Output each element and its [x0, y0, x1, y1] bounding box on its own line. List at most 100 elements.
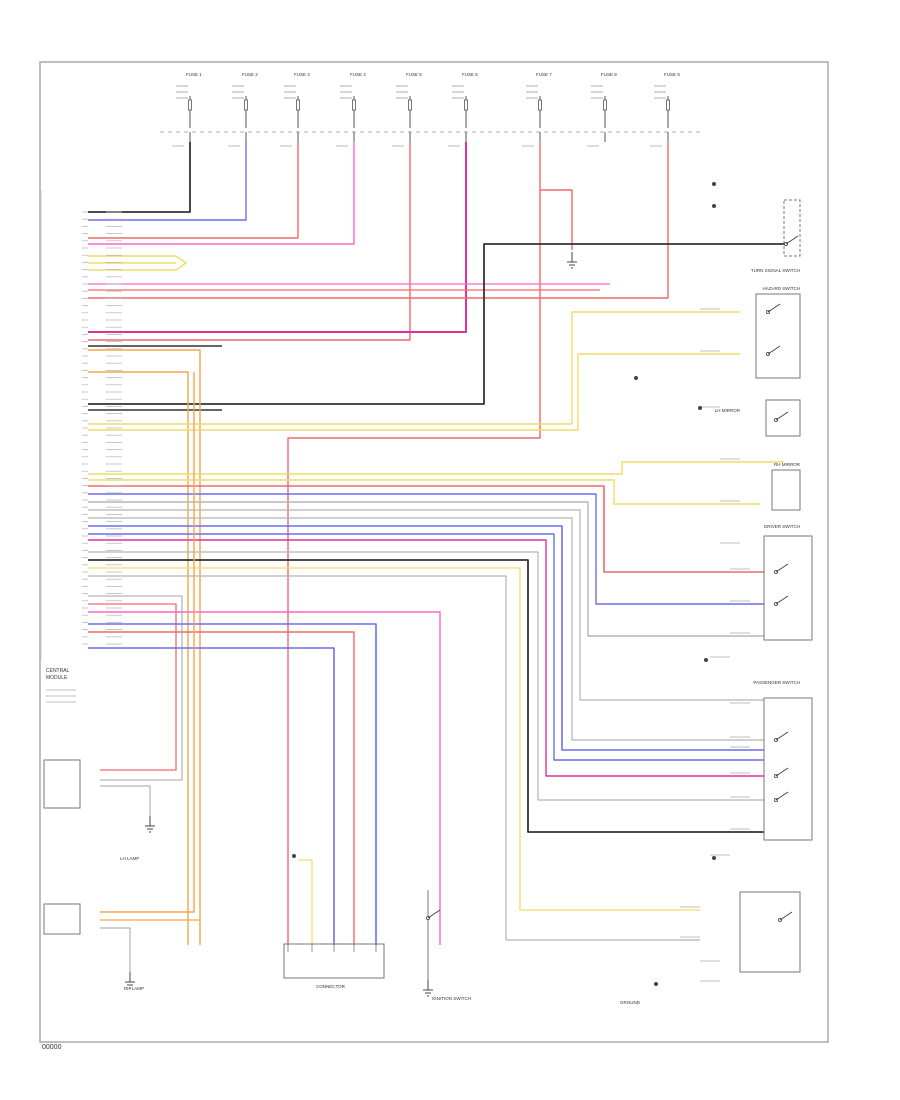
component-box	[43, 759, 81, 809]
wire-red-driver	[88, 485, 764, 573]
wire-fuse7-red	[287, 142, 541, 945]
fuse-label: FUSE 1	[186, 72, 202, 77]
label-rh-lamp: RH LAMP	[124, 986, 144, 991]
wire-blue-driver	[88, 493, 764, 605]
wire-fuse6-magenta	[88, 142, 467, 333]
label-hazard: HAZARD SWITCH	[763, 286, 801, 291]
fuse-label: FUSE 8	[601, 72, 617, 77]
wire-yellow-mirror2	[88, 479, 760, 505]
module-label: MODULE	[46, 675, 68, 681]
label-lh-mirror: LH MIRROR	[715, 408, 741, 413]
wire-gray-lamp-ground	[100, 927, 131, 972]
wire-pink-connector	[88, 611, 441, 945]
wire-yellow-connector	[298, 859, 313, 945]
bottom-connector	[283, 943, 385, 979]
fuse-symbol	[352, 99, 356, 111]
fuse-symbol	[666, 99, 670, 111]
switch-blade	[775, 791, 789, 801]
component-box	[783, 199, 801, 257]
wire-gray-pass3	[88, 551, 764, 801]
wire-gray-driver-sw	[88, 575, 700, 941]
label-lh-lamp: LH LAMP	[120, 856, 139, 861]
wire-blue-connector2	[88, 647, 335, 945]
wire-fuse4-pink	[88, 142, 355, 245]
ground-upper	[567, 252, 577, 269]
switch-blade	[775, 563, 789, 573]
switch-blade	[775, 767, 789, 777]
wire-gray-pass2	[88, 517, 764, 741]
fuse-2: FUSE 2	[228, 72, 258, 147]
ground-lamp	[125, 972, 135, 989]
figure-code: 00000	[42, 1044, 62, 1051]
wire-orange-lamp	[100, 372, 195, 913]
switch-blade	[779, 911, 793, 921]
component-box	[763, 697, 813, 841]
wire-fuse7-branch	[540, 189, 573, 250]
component-box	[763, 535, 813, 641]
ground-lh-mirror	[145, 816, 155, 833]
switch-blade	[775, 411, 789, 421]
wire-yellow-hazard1	[88, 311, 740, 425]
turn-switch-blade	[785, 235, 799, 245]
fuse-4: FUSE 4	[336, 72, 366, 147]
wire-harness	[88, 142, 784, 972]
fuse-symbol	[538, 99, 542, 111]
wire-blue-pass2	[88, 533, 764, 761]
fuse-label: FUSE 3	[294, 72, 310, 77]
label-turn-switch: TURN SIGNAL SWITCH	[751, 268, 800, 273]
fuse-symbol	[603, 99, 607, 111]
wire-yellow-driver-sw	[88, 567, 700, 911]
label-pass-switch: PASSENGER SWITCH	[753, 680, 800, 685]
wire-yellow-mirror	[88, 461, 784, 475]
fuse-symbol	[464, 99, 468, 111]
fuse-1: FUSE 1	[172, 72, 202, 147]
fuse-3: FUSE 3	[280, 72, 310, 147]
rh-mirror-switch	[771, 469, 801, 511]
driver-door-switch	[739, 891, 801, 973]
diagram-frame	[39, 61, 829, 1043]
fuse-label: FUSE 4	[350, 72, 366, 77]
label-driver-switch: DRIVER SWITCH	[764, 524, 800, 529]
driver-window-switch	[763, 535, 813, 641]
fuse-block: FUSE 1 FUSE 2 FUSE 3 FUSE 4 FUSE 5 FUSE 6 FUSE…	[172, 72, 680, 147]
lh-mirror-module	[43, 759, 81, 809]
component-box	[771, 469, 801, 511]
terminal-dot	[712, 204, 716, 208]
label-rh-mirror: RH MIRROR	[774, 462, 801, 467]
fuse-label: FUSE 2	[242, 72, 258, 77]
lamp-module	[43, 903, 81, 935]
wire-yellow-hazard2	[88, 353, 740, 431]
wire-blue-pass	[88, 525, 764, 751]
wire-gray-driver	[88, 501, 764, 637]
passenger-window-switch	[763, 697, 813, 841]
wire-red-lhmirror	[88, 603, 177, 771]
ignition-blade	[427, 909, 441, 919]
fuse-label: FUSE 5	[406, 72, 422, 77]
terminal-dot	[698, 406, 702, 410]
wire-fuse1-black	[88, 142, 191, 213]
wire-blue-connector	[88, 623, 377, 945]
component-box	[755, 293, 801, 379]
wire-fuse9-red	[88, 142, 669, 299]
wire-magenta-pass	[88, 539, 764, 777]
terminal-dot	[634, 376, 638, 380]
hazard-switch	[755, 293, 801, 379]
switch-blade	[775, 595, 789, 605]
wire-black-turnsignal	[88, 243, 784, 405]
lh-mirror-switch	[765, 399, 801, 437]
terminal-dot	[712, 182, 716, 186]
wire-fuse5-red	[88, 142, 411, 341]
splice-arrow	[175, 255, 188, 271]
wire-gray-lhmirror	[88, 595, 183, 781]
terminal-dot	[292, 854, 296, 858]
switch-blade	[775, 731, 789, 741]
wire-gray-mirror-ground	[100, 785, 151, 816]
label-ignition: IGNITION SWITCH	[432, 996, 471, 1001]
label-connector: CONNECTOR	[316, 984, 346, 989]
fuse-7: FUSE 7	[522, 72, 552, 147]
fuse-label: FUSE 9	[664, 72, 680, 77]
fuse-label: FUSE 6	[462, 72, 478, 77]
terminal-dot	[712, 856, 716, 860]
label-ground: GROUND	[620, 1000, 641, 1005]
